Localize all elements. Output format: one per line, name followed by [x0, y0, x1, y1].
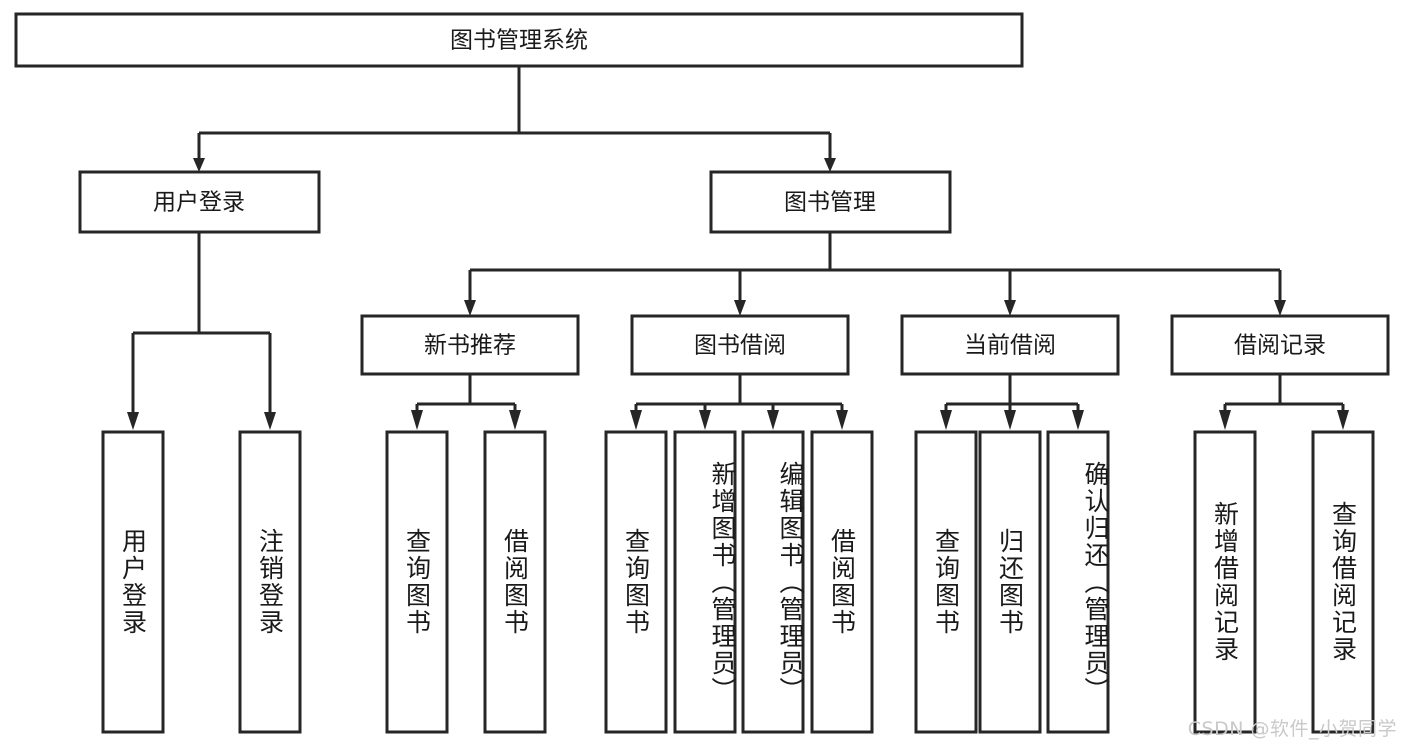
leaf-box-borrow-record-1[interactable]	[1193, 430, 1257, 734]
node-book-borrow-box[interactable]	[630, 314, 850, 376]
leaf-box-book-borrow-3[interactable]	[741, 430, 805, 734]
arrowhead-current-borrow	[1004, 300, 1016, 316]
leaf-box-book-borrow-2[interactable]	[673, 430, 737, 734]
leaf-box-borrow-record-2[interactable]	[1311, 430, 1375, 734]
arrowhead-bookborrow-leaf-2	[699, 410, 711, 430]
arrowhead-book-borrow	[734, 300, 746, 316]
leaf-box-user-login-1[interactable]	[101, 430, 165, 734]
node-root-box[interactable]	[14, 12, 1024, 68]
leaf-box-user-login-2[interactable]	[238, 430, 302, 734]
arrowhead-newbook-leaf-2	[509, 410, 521, 430]
arrowhead-book-mgmt	[824, 158, 836, 172]
arrowhead-bookborrow-leaf-3	[767, 410, 779, 430]
node-book-borrow-label: 图书借阅	[694, 333, 786, 359]
arrowhead-borrowrecord-leaf-2	[1337, 410, 1349, 430]
arrowhead-bookborrow-leaf-1	[630, 410, 642, 430]
leaf-box-current-borrow-2[interactable]	[978, 430, 1042, 734]
leaf-box-current-borrow-3[interactable]	[1046, 430, 1110, 734]
leaf-box-new-book-2[interactable]	[483, 430, 547, 734]
watermark-text: CSDN @软件_小贺同学	[1187, 718, 1397, 740]
node-current-borrow-box[interactable]	[900, 314, 1120, 376]
arrowhead-leaf-user-login-1	[127, 412, 139, 430]
node-user-login-label: 用户登录	[153, 190, 245, 216]
arrowhead-currentborrow-leaf-3	[1072, 410, 1084, 430]
node-new-book-box[interactable]	[360, 314, 580, 376]
arrowhead-new-book	[464, 300, 476, 316]
node-root-label: 图书管理系统	[450, 28, 588, 54]
node-user-login-box[interactable]	[78, 170, 321, 234]
node-layer	[14, 12, 1390, 734]
node-book-management-label: 图书管理	[784, 190, 876, 216]
node-borrow-record-label: 借阅记录	[1234, 333, 1326, 359]
node-new-book-label: 新书推荐	[424, 333, 516, 359]
arrowhead-bookborrow-leaf-4	[836, 410, 848, 430]
leaf-box-current-borrow-1[interactable]	[914, 430, 978, 734]
arrowhead-borrowrecord-leaf-1	[1219, 410, 1231, 430]
arrowhead-leaf-user-login-2	[264, 412, 276, 430]
arrowhead-currentborrow-leaf-1	[940, 410, 952, 430]
node-book-management-box[interactable]	[709, 170, 952, 234]
leaf-box-book-borrow-1[interactable]	[604, 430, 668, 734]
connector-layer	[127, 66, 1349, 430]
arrowhead-currentborrow-leaf-2	[1004, 410, 1016, 430]
arrowhead-user-login	[193, 158, 205, 172]
arrowhead-borrow-record	[1274, 300, 1286, 316]
horizontal-label-layer: 图书管理系统 用户登录 图书管理 新书推荐 图书借阅 当前借阅 借阅记录	[153, 28, 1326, 359]
arrowhead-newbook-leaf-1	[411, 410, 423, 430]
node-current-borrow-label: 当前借阅	[964, 333, 1056, 359]
leaf-box-new-book-1[interactable]	[385, 430, 449, 734]
node-borrow-record-box[interactable]	[1170, 314, 1390, 376]
leaf-box-book-borrow-4[interactable]	[810, 430, 874, 734]
